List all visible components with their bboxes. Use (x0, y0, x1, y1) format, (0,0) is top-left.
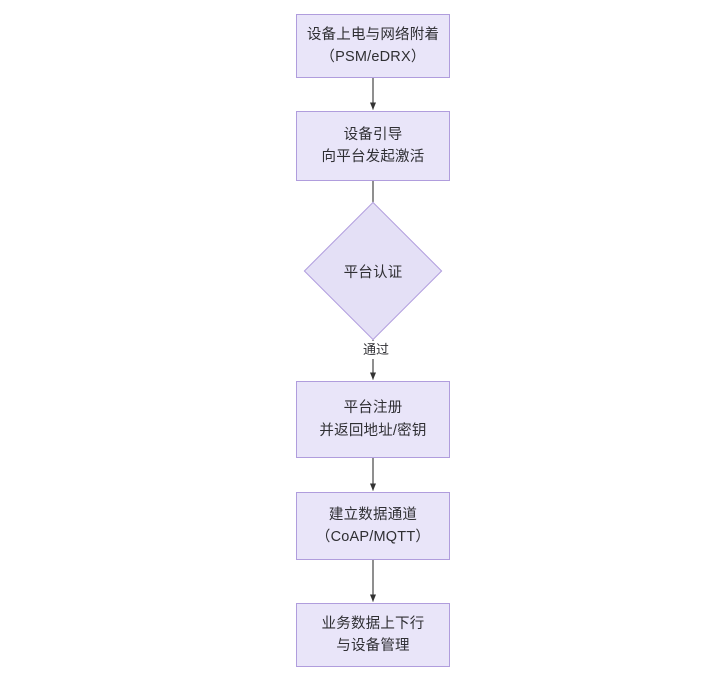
node-platform-auth-decision[interactable]: 平台认证 (303, 201, 443, 341)
edge-label-pass: 通过 (355, 341, 397, 359)
node-platform-auth-label: 平台认证 (343, 264, 403, 281)
node-establish-data-channel-line-1: 建立数据通道 (328, 506, 418, 523)
node-device-power-on[interactable]: 设备上电与网络附着 （PSM/eDRX） (296, 14, 450, 78)
node-platform-registration-line-1: 平台注册 (343, 400, 403, 417)
node-establish-data-channel-line-2: （CoAP/MQTT） (315, 529, 431, 545)
node-device-power-on-line-1: 设备上电与网络附着 (306, 26, 440, 43)
node-business-data-line-2: 与设备管理 (336, 638, 410, 654)
node-platform-registration-line-2: 并返回地址/密钥 (319, 422, 427, 439)
node-device-bootstrap-line-2: 向平台发起激活 (321, 149, 425, 165)
node-device-power-on-line-2: （PSM/eDRX） (320, 49, 426, 65)
node-business-data-line-1: 业务数据上下行 (321, 615, 425, 632)
node-device-bootstrap[interactable]: 设备引导 向平台发起激活 (296, 111, 450, 181)
node-platform-registration[interactable]: 平台注册 并返回地址/密钥 (296, 381, 450, 458)
node-establish-data-channel[interactable]: 建立数据通道 （CoAP/MQTT） (296, 492, 450, 560)
node-device-bootstrap-line-1: 设备引导 (343, 126, 403, 143)
node-business-data-and-device-mgmt[interactable]: 业务数据上下行 与设备管理 (296, 603, 450, 667)
